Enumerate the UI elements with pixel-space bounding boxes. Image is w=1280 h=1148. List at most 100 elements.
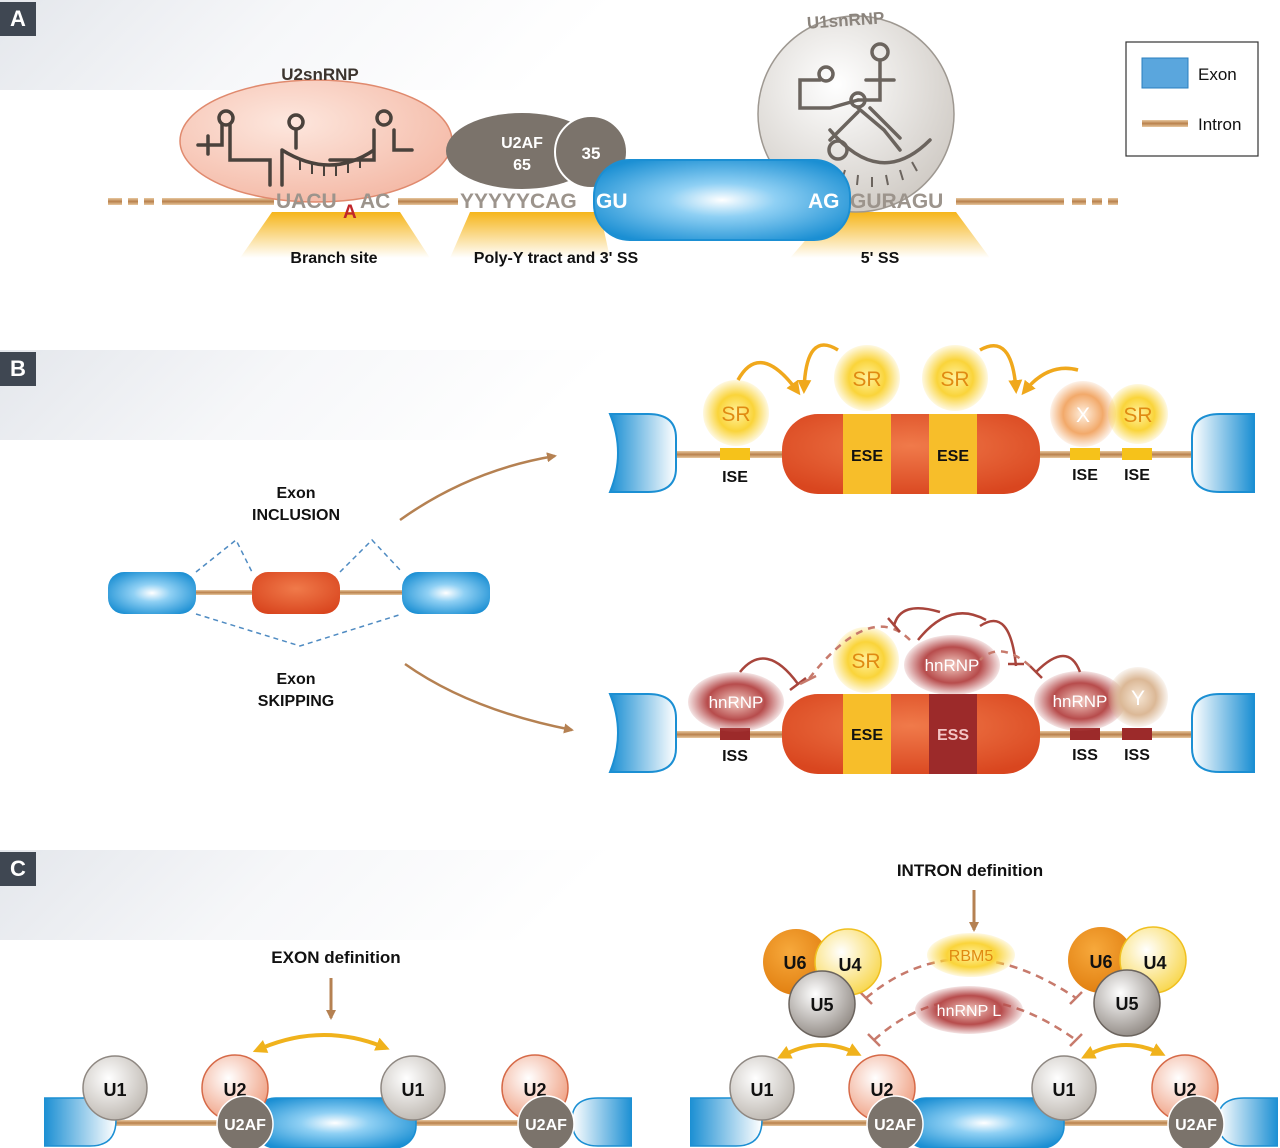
rbm5-protein (927, 933, 1015, 977)
u2snrnp-label: U2snRNP (281, 65, 358, 84)
panel-a-tag: A (0, 2, 36, 36)
inclusion-label-line1: Exon (276, 485, 315, 502)
inclusion-ise-2 (1070, 448, 1100, 460)
hnrnp-3 (1034, 671, 1126, 731)
u6-right-label: U6 (1089, 952, 1112, 972)
inclusion-ese-2 (929, 414, 977, 494)
seq-gu: GU (596, 190, 628, 213)
inclusion-ise-2-label: ISE (1072, 467, 1098, 484)
panel-c-tag: C (0, 852, 36, 886)
intron-definition-label: INTRON definition (897, 861, 1043, 880)
intron-def-u2-left-label: U2 (870, 1080, 893, 1100)
skipping-iss-1-label: ISS (722, 748, 748, 765)
activation-arrow-2 (797, 343, 839, 394)
sr-protein-2 (834, 345, 900, 411)
hnrnp-3-label: hnRNP (1053, 692, 1108, 711)
skipping-exon-right-cap (1191, 693, 1255, 773)
sr-protein-1 (703, 380, 769, 446)
branch-site-label: Branch site (290, 250, 377, 267)
legend: Exon Intron (1125, 41, 1259, 157)
exon-def-u1-left (82, 1055, 148, 1121)
hnrnp-2 (904, 635, 1000, 695)
exon-def-right-exon-cap (571, 1097, 632, 1147)
inclusion-ise-3-label: ISE (1124, 467, 1150, 484)
schematic-exon-right (402, 572, 490, 614)
skipping-splice-line (195, 613, 403, 647)
u2snrna-loop-2 (287, 113, 305, 131)
intron-def-bridge-right (1081, 1043, 1166, 1059)
skipping-iss-3 (1122, 728, 1152, 740)
exon-definition-bridge (252, 1033, 390, 1053)
skipping-label-line1: Exon (276, 671, 315, 688)
u2snrna-rungs (299, 158, 361, 176)
arrow-to-inclusion (399, 452, 557, 522)
u5-left (788, 970, 856, 1038)
intron-def-right-exon-cap (1217, 1097, 1278, 1147)
activation-arrow-3 (979, 344, 1023, 394)
x-protein-label: X (1076, 404, 1090, 427)
y-protein-label: Y (1131, 687, 1145, 710)
exon-a (593, 159, 851, 241)
polyy-site-highlight (450, 212, 610, 258)
intron-def-u2-right-label: U2 (1173, 1080, 1196, 1100)
u2snrna-loop-3 (375, 109, 393, 127)
inclusion-ese-1-label: ESE (851, 448, 883, 465)
inclusion-ise-3 (1122, 448, 1152, 460)
panel-b-tag: B (0, 352, 36, 386)
exon-def-u1-right-label: U1 (401, 1080, 424, 1100)
u4-right-label: U4 (1143, 953, 1166, 973)
exon-def-u2-left-label: U2 (223, 1080, 246, 1100)
seq-ag: AG (808, 190, 840, 213)
exon-def-u2-right-label: U2 (523, 1080, 546, 1100)
skipping-iss-2 (1070, 728, 1100, 740)
sr-protein-4 (1108, 384, 1168, 444)
exon-def-u1-right (380, 1055, 446, 1121)
exon-def-u2af-right-label: U2AF (525, 1117, 567, 1134)
rbm5-label: RBM5 (949, 948, 994, 965)
skipping-row: ESE ESS ISS ISS ISS hnRNP SR hnRNP hnRNP… (608, 607, 1255, 774)
inclusion-exon-left-cap (608, 413, 677, 493)
seq-branch-a: A (343, 202, 357, 223)
intron-def-repression-bars (859, 991, 1083, 1047)
seq-polyy: YYYYYCAG (460, 190, 577, 213)
u2af65-label-line1: U2AF (501, 135, 543, 152)
seq-branch-left: UACU (276, 190, 337, 213)
exon-def-u2af-right (517, 1095, 575, 1148)
intron-def-bridge-left (777, 1043, 862, 1059)
u2snrna-loop-1 (217, 109, 235, 127)
u1snrna-structure (798, 42, 932, 165)
intron-line-a (108, 198, 1118, 205)
skipping-iss-3-label: ISS (1124, 747, 1150, 764)
hnrnp-2-label: hnRNP (925, 656, 980, 675)
u2snrna-structure (196, 122, 414, 187)
x-protein (1050, 381, 1116, 447)
intron-def-u1-right-label: U1 (1052, 1080, 1075, 1100)
u4-left-label: U4 (838, 955, 861, 975)
skipping-alt-exon (782, 694, 1040, 774)
u2af35-label: 35 (582, 144, 601, 163)
inclusion-exon-right-cap (1191, 413, 1255, 493)
intron-def-u1-left-label: U1 (750, 1080, 773, 1100)
schematic-exon-left (108, 572, 196, 614)
inhibition-arrows (739, 607, 1082, 691)
intron-def-u2af-left-label: U2AF (874, 1117, 916, 1134)
schematic-exon-alt (252, 572, 340, 614)
hnrnp-l-protein (915, 986, 1023, 1034)
u5-right (1093, 969, 1161, 1037)
seq-5ss: GURAGU (850, 190, 943, 213)
sr-protein-2-label: SR (852, 368, 881, 391)
exon-def-u2af-left (216, 1095, 274, 1148)
u5-right-label: U5 (1115, 994, 1138, 1014)
panel-c: EXON definition U1 U2 U2AF U1 U2 U2AF IN… (44, 861, 1278, 1148)
sr-protein-3-label: SR (940, 368, 969, 391)
seq-branch-right: AC (360, 190, 390, 213)
intron-def-u2af-right (1167, 1095, 1225, 1148)
sr-protein-5 (833, 627, 899, 693)
skipping-exon-left-cap (608, 693, 677, 773)
intron-def-u2af-right-label: U2AF (1175, 1117, 1217, 1134)
skipping-ese (843, 694, 891, 774)
arrow-to-skipping (404, 662, 574, 734)
skipping-label-line2: SKIPPING (258, 693, 334, 710)
hnrnp-l-label: hnRNP L (937, 1003, 1002, 1020)
